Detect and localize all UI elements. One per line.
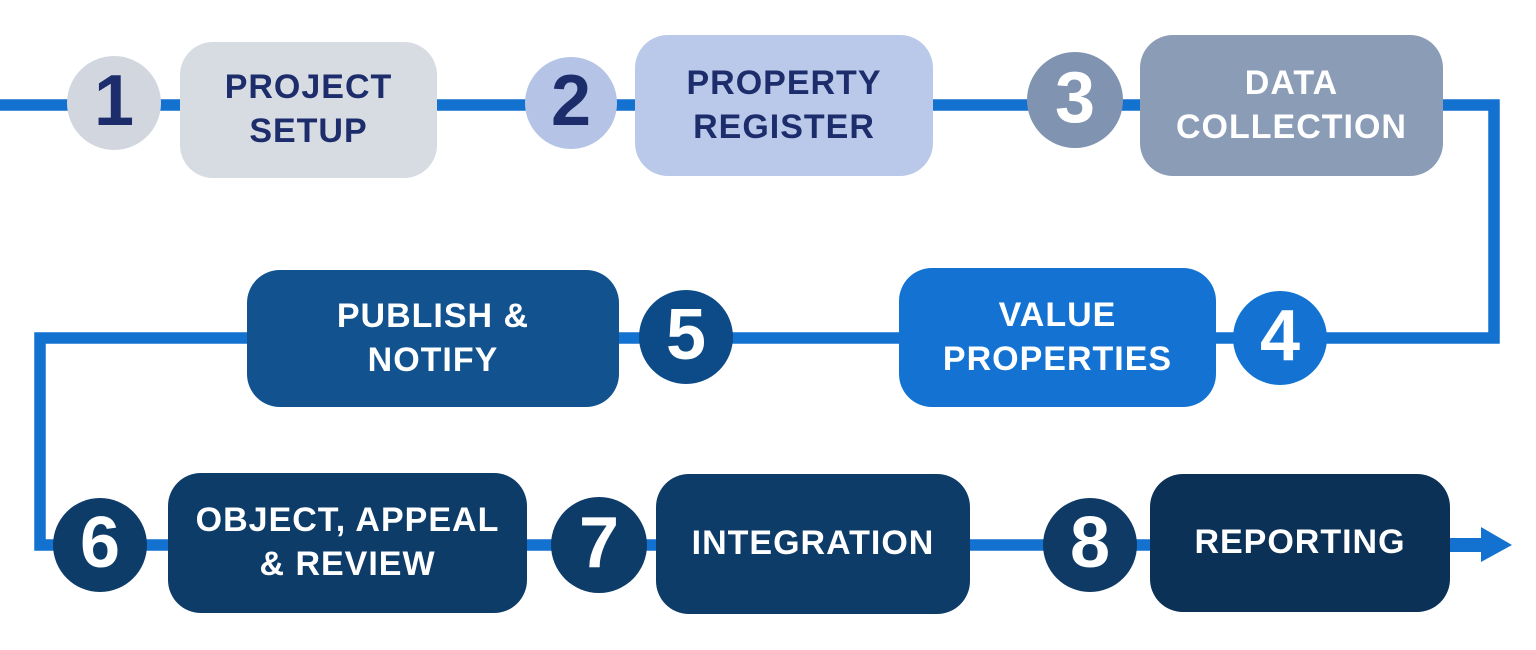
step-6-number: 6 xyxy=(79,503,121,583)
step-3-label: DATA COLLECTION xyxy=(1176,63,1407,146)
step-8-circle: 8 xyxy=(1043,498,1137,592)
step-1-box: PROJECT SETUP xyxy=(180,42,437,178)
flow-arrowhead-icon xyxy=(1481,527,1512,562)
step-1-label: PROJECT SETUP xyxy=(224,68,393,150)
step-6-box: OBJECT, APPEAL & REVIEW xyxy=(168,473,527,613)
step-5-label: PUBLISH & NOTIFY xyxy=(336,296,530,379)
step-2-number: 2 xyxy=(550,61,592,141)
step-2-circle: 2 xyxy=(525,57,617,149)
step-5-box: PUBLISH & NOTIFY xyxy=(247,270,619,407)
step-8-label: REPORTING xyxy=(1194,523,1406,562)
step-8-number: 8 xyxy=(1069,503,1111,583)
step-6-circle: 6 xyxy=(53,498,147,592)
step-8-box: REPORTING xyxy=(1150,474,1450,612)
step-5-number: 5 xyxy=(665,295,707,375)
step-1-circle: 1 xyxy=(67,56,161,150)
step-4-box: VALUE PROPERTIES xyxy=(899,268,1216,407)
step-7-number: 7 xyxy=(578,503,620,583)
step-4-label: VALUE PROPERTIES xyxy=(942,295,1173,378)
step-7-box: INTEGRATION xyxy=(656,474,970,614)
step-3-number: 3 xyxy=(1054,58,1096,138)
step-2-label: PROPERTY REGISTER xyxy=(686,63,882,146)
step-3-circle: 3 xyxy=(1027,52,1123,148)
step-7-label: INTEGRATION xyxy=(691,524,935,563)
step-4-number: 4 xyxy=(1259,296,1301,376)
step-4-circle: 4 xyxy=(1233,291,1327,385)
step-5-circle: 5 xyxy=(639,290,733,384)
step-1-number: 1 xyxy=(93,61,135,141)
step-7-circle: 7 xyxy=(551,497,647,593)
step-3-box: DATA COLLECTION xyxy=(1140,35,1443,176)
step-6-label: OBJECT, APPEAL & REVIEW xyxy=(195,501,500,583)
step-2-box: PROPERTY REGISTER xyxy=(635,35,933,176)
